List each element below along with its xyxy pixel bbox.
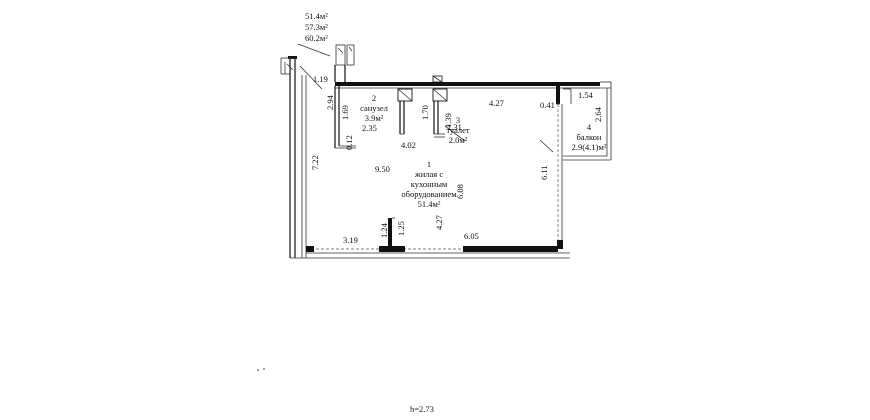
leader-line [299, 65, 323, 90]
dimension-label: 7.22 [310, 155, 320, 170]
sanuzel-walls [334, 86, 413, 149]
right-wall [556, 86, 563, 249]
toilet-walls [432, 88, 466, 142]
top-wall [335, 75, 600, 89]
dimension-label: 2.35 [362, 123, 377, 133]
dimension-label: 2.94 [325, 94, 335, 110]
dimension-label: 9.50 [375, 164, 390, 174]
dimension-label: 4.02 [401, 140, 416, 150]
room-name: балкон [577, 132, 602, 142]
dimension-label: 1.70 [420, 105, 430, 120]
room-name-line: оборудованием [401, 189, 457, 199]
room-number: 1 [427, 159, 431, 169]
dimension-label: 0.41 [540, 100, 555, 110]
summary-total-area: 51.4м² [305, 11, 328, 21]
room-name-line: жилая с [414, 169, 443, 179]
dimension-label: 6.08 [455, 184, 465, 199]
room-sanuzel: 2 санузел 3.9м² [360, 93, 389, 123]
summary-overall-area: 60.2м² [305, 33, 328, 43]
dimension-label: 6.11 [539, 165, 549, 180]
dimension-label: 1.54 [578, 90, 594, 100]
dimension-label: 1.39 [443, 113, 453, 128]
room-area: 2.0м² [449, 135, 468, 145]
room-name: санузел [360, 103, 389, 113]
dimension-label: 2.64 [593, 106, 603, 122]
bottom-wall [290, 217, 570, 259]
dimension-label: 3.19 [343, 235, 358, 245]
left-wall [280, 56, 307, 258]
room-toilet: 3 туалет 2.0м² [446, 115, 470, 145]
room-name: туалет [446, 125, 470, 135]
ceiling-height: h=2.73 [410, 404, 434, 414]
balcony-outline [539, 81, 612, 161]
room-number: 4 [587, 122, 592, 132]
dimension-label: 1.25 [396, 221, 406, 236]
dimension-label: 1.24 [379, 222, 389, 238]
vent-shaft [334, 44, 355, 82]
room-area: 2.9(4.1)м² [572, 142, 607, 152]
dimension-label: 1.19 [313, 74, 328, 84]
summary-living-area: 57.3м² [305, 22, 328, 32]
dimension-label: 4.27 [489, 98, 504, 108]
dimension-label: 1.69 [340, 105, 350, 120]
dimension-label: 4.27 [434, 215, 444, 230]
room-number: 2 [372, 93, 376, 103]
dimension-label: 1.31 [447, 122, 462, 132]
room-living: 1 жилая с кухонным оборудованием 51.4м² [401, 159, 457, 209]
room-name-line: кухонным [411, 179, 448, 189]
stray-mark [263, 368, 265, 370]
room-balcony: 4 балкон 2.9(4.1)м² [572, 122, 607, 152]
room-number: 3 [456, 115, 460, 125]
leader-line [297, 43, 331, 57]
dimension-label: 0.12 [344, 135, 354, 150]
room-area: 51.4м² [418, 199, 441, 209]
stray-mark [257, 369, 259, 371]
room-area: 3.9м² [365, 113, 384, 123]
dimension-label: 6.05 [464, 231, 479, 241]
